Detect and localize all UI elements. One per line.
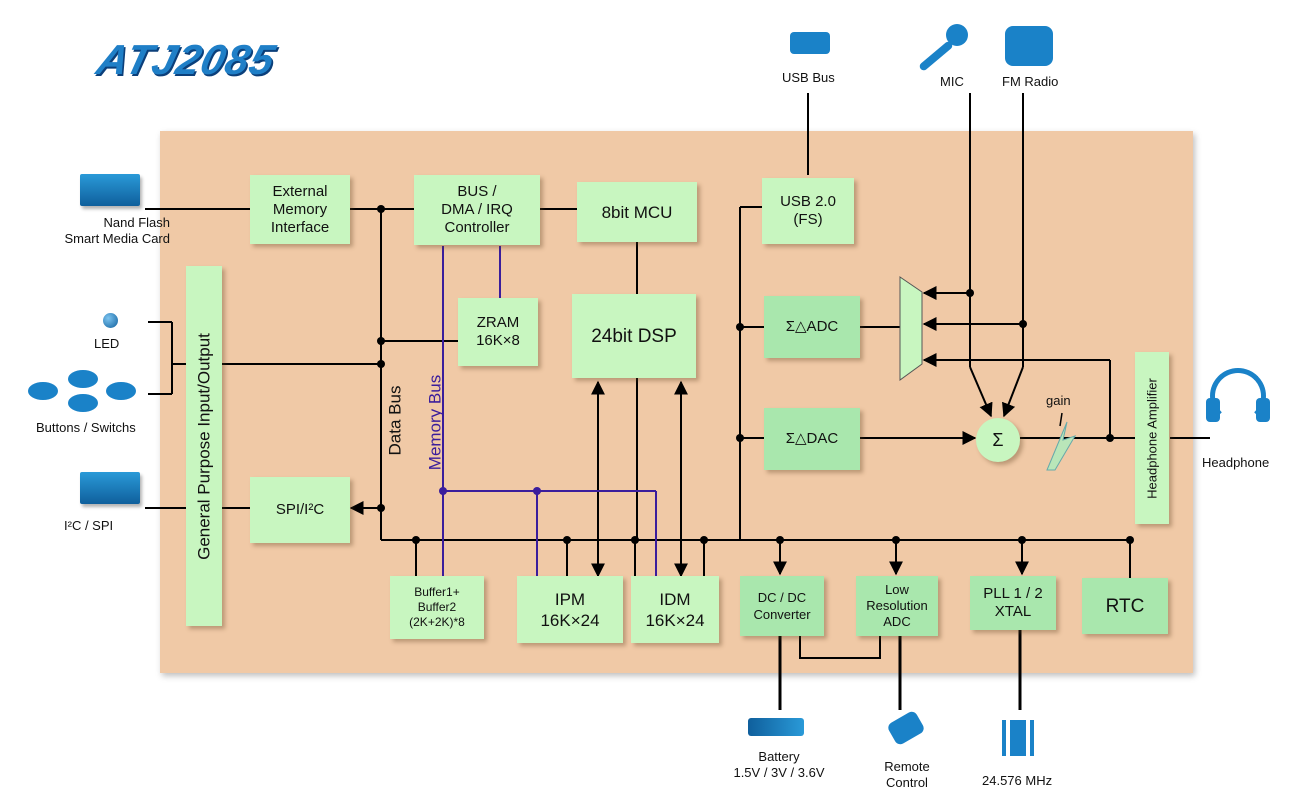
buffer-block: Buffer1+Buffer2(2K+2K)*8 — [390, 576, 484, 639]
adc-mux — [899, 276, 923, 381]
mic-label: MIC — [940, 74, 964, 89]
usb-block: USB 2.0(FS) — [762, 178, 854, 244]
i2c-spi-label: I²C / SPI — [64, 518, 114, 533]
nand-chip-icon — [80, 174, 140, 206]
adc-block: Σ△ADC — [764, 296, 860, 358]
headphone-icon — [1206, 368, 1276, 438]
buttons-label: Buttons / Switchs — [36, 420, 136, 435]
usb-plug-icon — [790, 32, 830, 54]
crystal-icon — [996, 720, 1040, 756]
battery-icon — [748, 718, 804, 736]
gpio-block: General Purpose Input/Output — [186, 266, 222, 626]
data-bus-label: Data Bus — [385, 385, 405, 456]
dac-block: Σ△DAC — [764, 408, 860, 470]
crystal-label: 24.576 MHz — [982, 773, 1053, 788]
i2c-chip-icon — [80, 472, 140, 504]
gain-amp-icon — [1046, 421, 1077, 471]
dsp-block: 24bit DSP — [572, 294, 696, 378]
gain-label: gain — [1046, 393, 1071, 408]
rtc-block: RTC — [1082, 578, 1168, 634]
fm-radio-label: FM Radio — [1002, 74, 1059, 89]
led-icon — [103, 313, 118, 328]
headphone-label: Headphone — [1202, 455, 1270, 470]
headphone-amplifier-block: Headphone Amplifier — [1135, 352, 1169, 524]
spi-i2c-block: SPI/I²C — [250, 477, 350, 543]
usb-bus-label: USB Bus — [782, 70, 835, 85]
buttons-icon — [28, 370, 163, 418]
mcu-block: 8bit MCU — [577, 182, 697, 242]
fm-radio-icon — [1005, 26, 1053, 66]
summing-node: Σ — [976, 418, 1020, 462]
led-label: LED — [94, 336, 120, 351]
microphone-icon — [910, 22, 970, 72]
memory-bus-label: Memory Bus — [425, 374, 445, 471]
